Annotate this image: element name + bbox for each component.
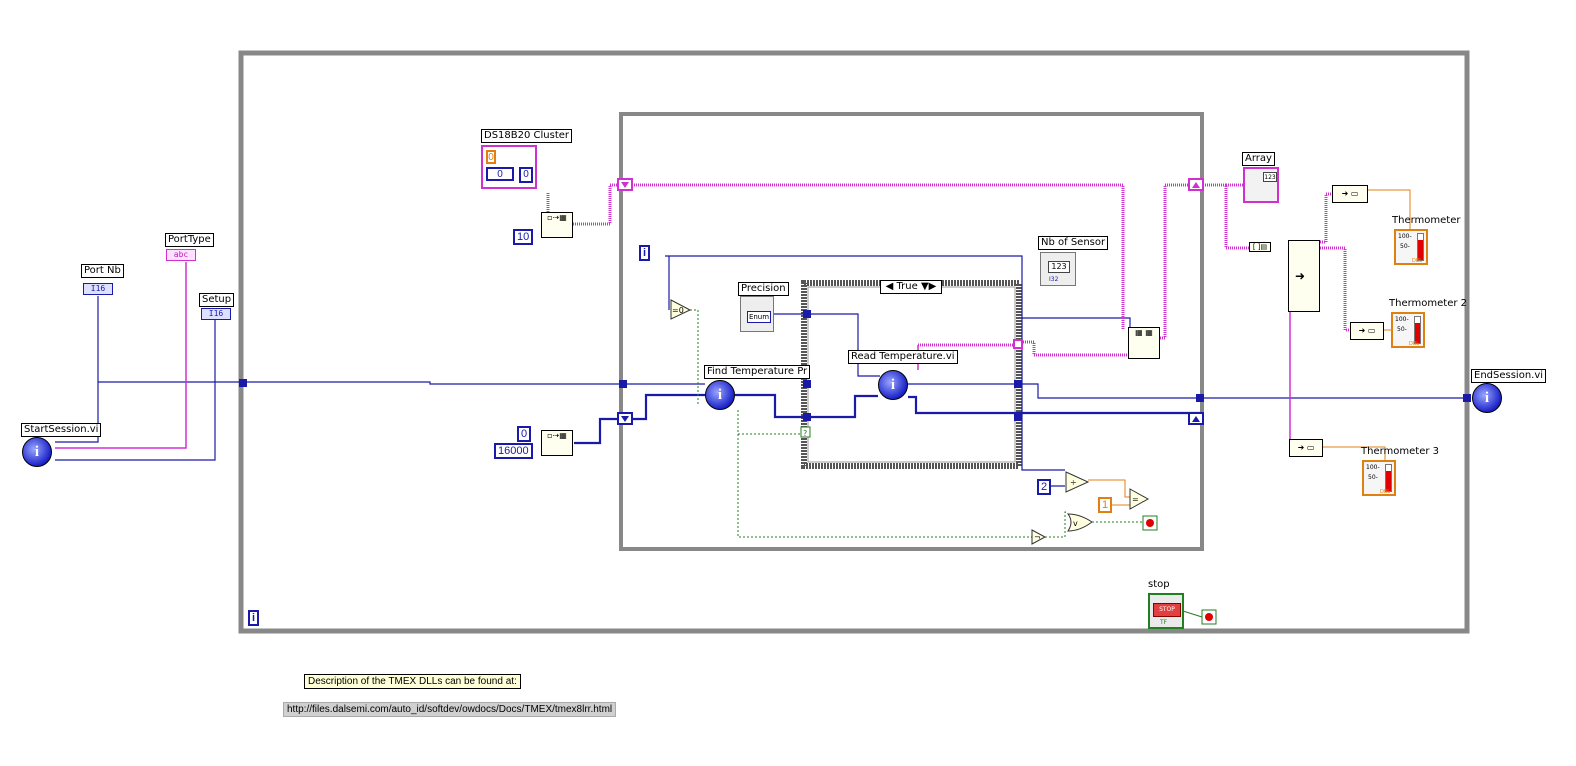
boolean-wire[interactable] — [690, 309, 1143, 538]
setup-terminal[interactable]: I16 — [201, 308, 231, 320]
initialize-array-function-2[interactable]: ▫⇢▦ — [541, 430, 573, 456]
constant-one[interactable]: 1 — [1098, 497, 1113, 513]
replace-array-subset-function[interactable]: ▦ ▦ — [1128, 327, 1160, 359]
thermometer-type: DBL — [1412, 258, 1423, 264]
thermometer-3-type: DBL — [1380, 489, 1391, 495]
constant-two[interactable]: 2 — [1037, 479, 1052, 495]
session-wire[interactable] — [55, 255, 1470, 487]
thermometer-3-scale-mid: 50- — [1368, 474, 1378, 481]
precision-label: Precision — [738, 282, 789, 296]
description-note: Description of the TMEX DLLs can be foun… — [304, 674, 521, 689]
cluster-element-a[interactable]: 0 — [486, 150, 496, 164]
setup-label: Setup — [199, 293, 235, 307]
thermometer-2-type: DBL — [1409, 341, 1420, 347]
ds18b20-cluster-label: DS18B20 Cluster — [481, 129, 573, 143]
array-to-cluster-function[interactable]: [ ]▤ — [1249, 242, 1271, 252]
thermometer-3-scale-top: 100- — [1366, 464, 1380, 471]
case-selector-value: True — [896, 281, 918, 292]
stop-button-type: TF — [1160, 619, 1168, 626]
nb-of-sensor-indicator[interactable]: 123 I32 — [1040, 252, 1076, 286]
array-label: Array — [1242, 152, 1275, 166]
thermometer-scale-top: 100- — [1398, 233, 1412, 240]
array-display: 123 — [1263, 172, 1277, 182]
svg-text:=: = — [1132, 495, 1139, 504]
comparison-functions[interactable] — [670, 299, 1150, 545]
svg-text:=0: =0 — [672, 306, 684, 315]
find-temperature-label: Find Temperature Pr — [704, 365, 811, 379]
thermometer-2-indicator[interactable]: 100- 50- DBL — [1391, 312, 1425, 348]
outer-iteration-terminal: i — [248, 610, 260, 626]
thermometer-indicator[interactable]: 100- 50- DBL — [1394, 229, 1428, 265]
to-dbl-function-2[interactable]: ➜ ▭ — [1350, 322, 1384, 340]
nb-of-sensor-type: I32 — [1049, 276, 1059, 283]
thermometer-label: Thermometer — [1392, 215, 1461, 226]
to-dbl-function-3[interactable]: ➜ ▭ — [1289, 439, 1323, 457]
port-nb-terminal[interactable]: I16 — [83, 283, 113, 295]
thermometer-2-scale-mid: 50- — [1397, 326, 1407, 333]
stop-button-control[interactable]: STOP TF — [1148, 593, 1184, 629]
thermometer-3-indicator[interactable]: 100- 50- DBL — [1362, 460, 1396, 496]
nb-of-sensor-display: 123 — [1048, 261, 1070, 273]
find-temperature-vi-icon[interactable]: i — [705, 380, 735, 410]
precision-control[interactable]: Enum — [740, 296, 774, 332]
thermometer-2-label: Thermometer 2 — [1389, 298, 1468, 309]
array-indicator[interactable]: 123 — [1243, 167, 1279, 203]
case-structure[interactable] — [801, 280, 1022, 469]
cluster-element-b[interactable]: 0 — [486, 167, 514, 181]
end-session-vi-icon[interactable]: i — [1472, 383, 1502, 413]
ds18b20-cluster-constant[interactable]: 0 0 0 — [481, 145, 537, 189]
shift-registers — [617, 178, 1204, 425]
thermometer-2-scale-top: 100- — [1395, 316, 1409, 323]
unbundle-function[interactable]: ➜ — [1288, 240, 1320, 312]
thermometer-scale-mid: 50- — [1400, 243, 1410, 250]
inner-iteration-terminal: i — [639, 245, 651, 261]
error-wire[interactable] — [574, 393, 1202, 445]
tunnels — [239, 310, 1471, 421]
svg-text:?: ? — [803, 429, 807, 438]
constant-sixteen-thousand[interactable]: 16000 — [494, 443, 533, 459]
loop-condition-terminals[interactable] — [1142, 515, 1217, 625]
precision-enum-type: Enum — [747, 311, 771, 323]
start-session-label: StartSession.vi — [21, 423, 102, 437]
svg-text:v: v — [1073, 519, 1078, 528]
svg-text:÷: ÷ — [1070, 478, 1077, 487]
outer-while-loop[interactable] — [238, 50, 1470, 634]
port-nb-label: Port Nb — [81, 264, 124, 278]
constant-zero[interactable]: 0 — [517, 426, 532, 442]
constant-ten[interactable]: 10 — [513, 229, 534, 245]
read-temperature-vi-icon[interactable]: i — [878, 370, 908, 400]
read-temperature-label: Read Temperature.vi — [848, 350, 958, 364]
url-note[interactable]: http://files.dalsemi.com/auto_id/softdev… — [283, 702, 617, 717]
case-selector[interactable]: ◀ True ▼▶ — [880, 280, 942, 294]
start-session-vi-icon[interactable]: i — [22, 437, 52, 467]
to-dbl-function[interactable]: ➜ ▭ — [1332, 185, 1368, 203]
cluster-element-c[interactable]: 0 — [519, 167, 533, 183]
port-type-label: PortType — [165, 233, 214, 247]
case-selector-terminal[interactable] — [800, 426, 811, 438]
stop-label: stop — [1148, 579, 1170, 590]
nb-of-sensor-label: Nb of Sensor — [1038, 236, 1109, 250]
inner-for-loop[interactable] — [619, 112, 1204, 551]
port-type-terminal[interactable]: abc — [166, 249, 196, 261]
initialize-array-function[interactable]: ▫⇢▦ — [541, 212, 573, 238]
stop-button-face[interactable]: STOP — [1153, 603, 1181, 617]
end-session-label: EndSession.vi — [1471, 369, 1547, 383]
thermometer-3-label: Thermometer 3 — [1361, 446, 1440, 457]
svg-text:¬: ¬ — [1034, 533, 1041, 542]
